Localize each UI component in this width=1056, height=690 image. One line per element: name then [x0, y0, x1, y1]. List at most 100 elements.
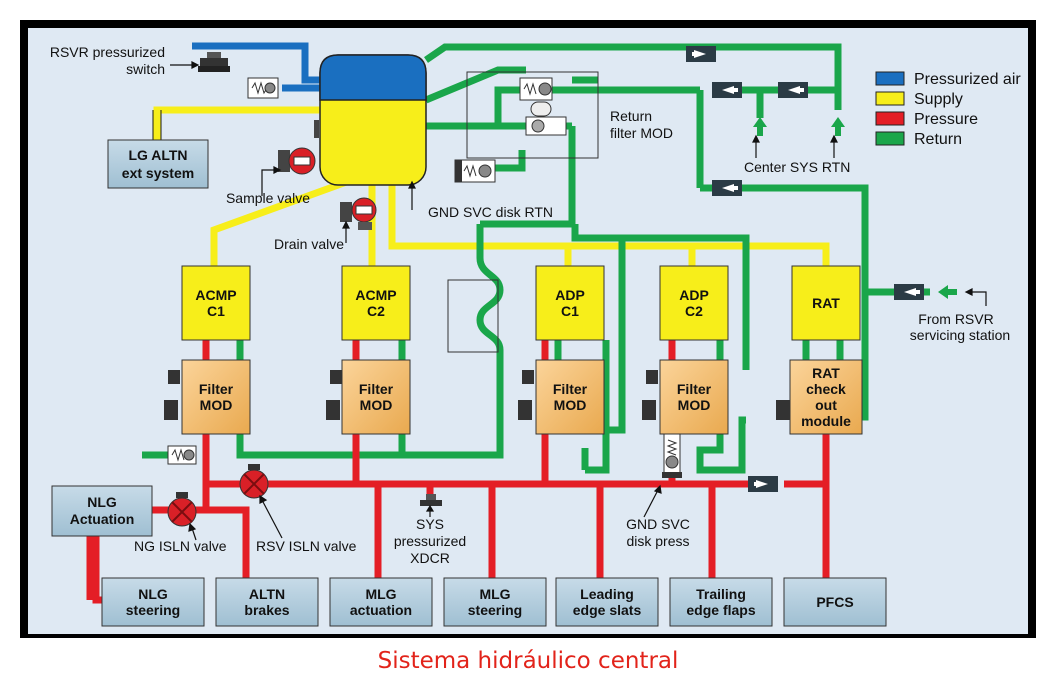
return-filter-label-1: Return	[610, 108, 652, 124]
user-system-4-label-line-1: MLG	[479, 586, 510, 602]
heat-exchanger-box	[447, 279, 499, 353]
filter-return-check-valve	[167, 445, 197, 465]
reservoir	[319, 54, 427, 186]
legend-label-4: Return	[914, 131, 962, 148]
sample-valve	[278, 120, 319, 175]
user-system-2-label-line-1: ALTN	[249, 586, 285, 602]
drain-valve-label: Drain valve	[274, 236, 344, 252]
rsvr-switch-label-1: RSVR pressurized	[50, 44, 165, 60]
user-system-5-label-line-2: edge slats	[573, 602, 642, 618]
pump-2-label-line-2: C2	[367, 303, 385, 319]
gnd-svc-disk-rtn	[454, 159, 496, 183]
user-system-1-label-line-2: steering	[126, 602, 180, 618]
legend-swatch-1	[875, 71, 905, 86]
rsv-isln-valve	[239, 464, 269, 499]
filter-module-5-label-line-4: module	[801, 413, 851, 429]
gnd-svc-disk-press	[662, 433, 682, 478]
user-system-2-label-line-2: brakes	[244, 602, 289, 618]
lg-altn-box: LG ALTN ext system	[107, 139, 209, 189]
nlg-actuation-box: NLG Actuation	[51, 485, 153, 537]
pump-2-label-line-1: ACMP	[355, 287, 396, 303]
return-filter-mod-box	[466, 71, 599, 159]
legend-swatch-4	[875, 131, 905, 146]
legend-label-1: Pressurized air	[914, 71, 1021, 88]
pump-5: RAT	[791, 265, 861, 341]
pump-1-label-line-1: ACMP	[195, 287, 236, 303]
sys-pressurized-xdcr	[420, 494, 442, 506]
filter-module-3-label-line-1: Filter	[553, 381, 588, 397]
center-sys-rtn-label: Center SYS RTN	[744, 159, 850, 175]
sys-xdcr-label-1: SYS	[416, 516, 444, 532]
return-lines	[142, 43, 930, 474]
pump-3-label-line-1: ADP	[555, 287, 585, 303]
rsv-isln-label: RSV ISLN valve	[256, 538, 357, 554]
rsvr-switch-label-2: switch	[126, 61, 165, 77]
nlg-actuation-label-2: Actuation	[70, 511, 135, 527]
return-filter-mod	[519, 77, 567, 136]
legend-label-3: Pressure	[914, 111, 978, 128]
sys-xdcr-label-3: XDCR	[410, 550, 450, 566]
drain-valve	[340, 197, 377, 230]
user-system-6-label-line-2: edge flaps	[686, 602, 755, 618]
pump-5-label-line-1: RAT	[812, 295, 840, 311]
filter-module-4-label-line-1: Filter	[677, 381, 712, 397]
gnd-svc-press-label-1: GND SVC	[626, 516, 690, 532]
from-rsvr-label-1: From RSVR	[918, 311, 993, 327]
filter-module-1-label-line-2: MOD	[200, 397, 233, 413]
sample-valve-label: Sample valve	[226, 190, 310, 206]
user-system-4-label-line-2: steering	[468, 602, 522, 618]
rsvr-pressurized-switch	[198, 52, 230, 72]
user-system-3-label-line-2: actuation	[350, 602, 412, 618]
return-flow-arrows	[753, 117, 957, 299]
user-system-7-label-line-1: PFCS	[816, 594, 853, 610]
sys-xdcr-label-2: pressurized	[394, 533, 466, 549]
filter-module-1-label-line-1: Filter	[199, 381, 234, 397]
pump-3-label-line-2: C1	[561, 303, 579, 319]
gnd-svc-press-label-2: disk press	[626, 533, 689, 549]
user-system-group: NLGsteeringALTNbrakesMLGactuationMLGstee…	[101, 577, 887, 627]
leader-lines	[170, 61, 987, 541]
ng-isln-label: NG ISLN valve	[134, 538, 227, 554]
filter-module-2-label-line-2: MOD	[360, 397, 393, 413]
nlg-actuation-label-1: NLG	[87, 494, 117, 510]
legend-swatch-2	[875, 91, 905, 106]
gnd-svc-disk-rtn-label: GND SVC disk RTN	[428, 204, 553, 220]
legend-label-2: Supply	[914, 91, 963, 108]
return-filter-label-2: filter MOD	[610, 125, 673, 141]
lg-altn-label-1: LG ALTN	[128, 147, 187, 163]
user-system-7: PFCS	[783, 577, 887, 627]
pressurized-air-lines	[192, 42, 322, 92]
reservoir-check-valve	[247, 77, 279, 99]
user-system-1-label-line-1: NLG	[138, 586, 168, 602]
ng-isln-valve	[167, 492, 197, 527]
filter-module-5-label-line-2: check	[806, 381, 846, 397]
from-rsvr-label-2: servicing station	[910, 327, 1010, 343]
pump-4-label-line-1: ADP	[679, 287, 709, 303]
filter-group: FilterMODFilterMODFilterMODFilterMODRATc…	[181, 359, 863, 435]
lg-altn-label-2: ext system	[122, 165, 194, 181]
legend-swatch-3	[875, 111, 905, 126]
pump-1-label-line-2: C1	[207, 303, 225, 319]
supply-lines	[152, 106, 830, 266]
filter-module-4-label-line-2: MOD	[678, 397, 711, 413]
flow-direction-arrows	[686, 46, 924, 492]
annotation-labels: RSVR pressurized switch Sample valve Dra…	[50, 44, 1010, 566]
user-system-3-label-line-1: MLG	[365, 586, 396, 602]
filter-module-2-label-line-1: Filter	[359, 381, 394, 397]
